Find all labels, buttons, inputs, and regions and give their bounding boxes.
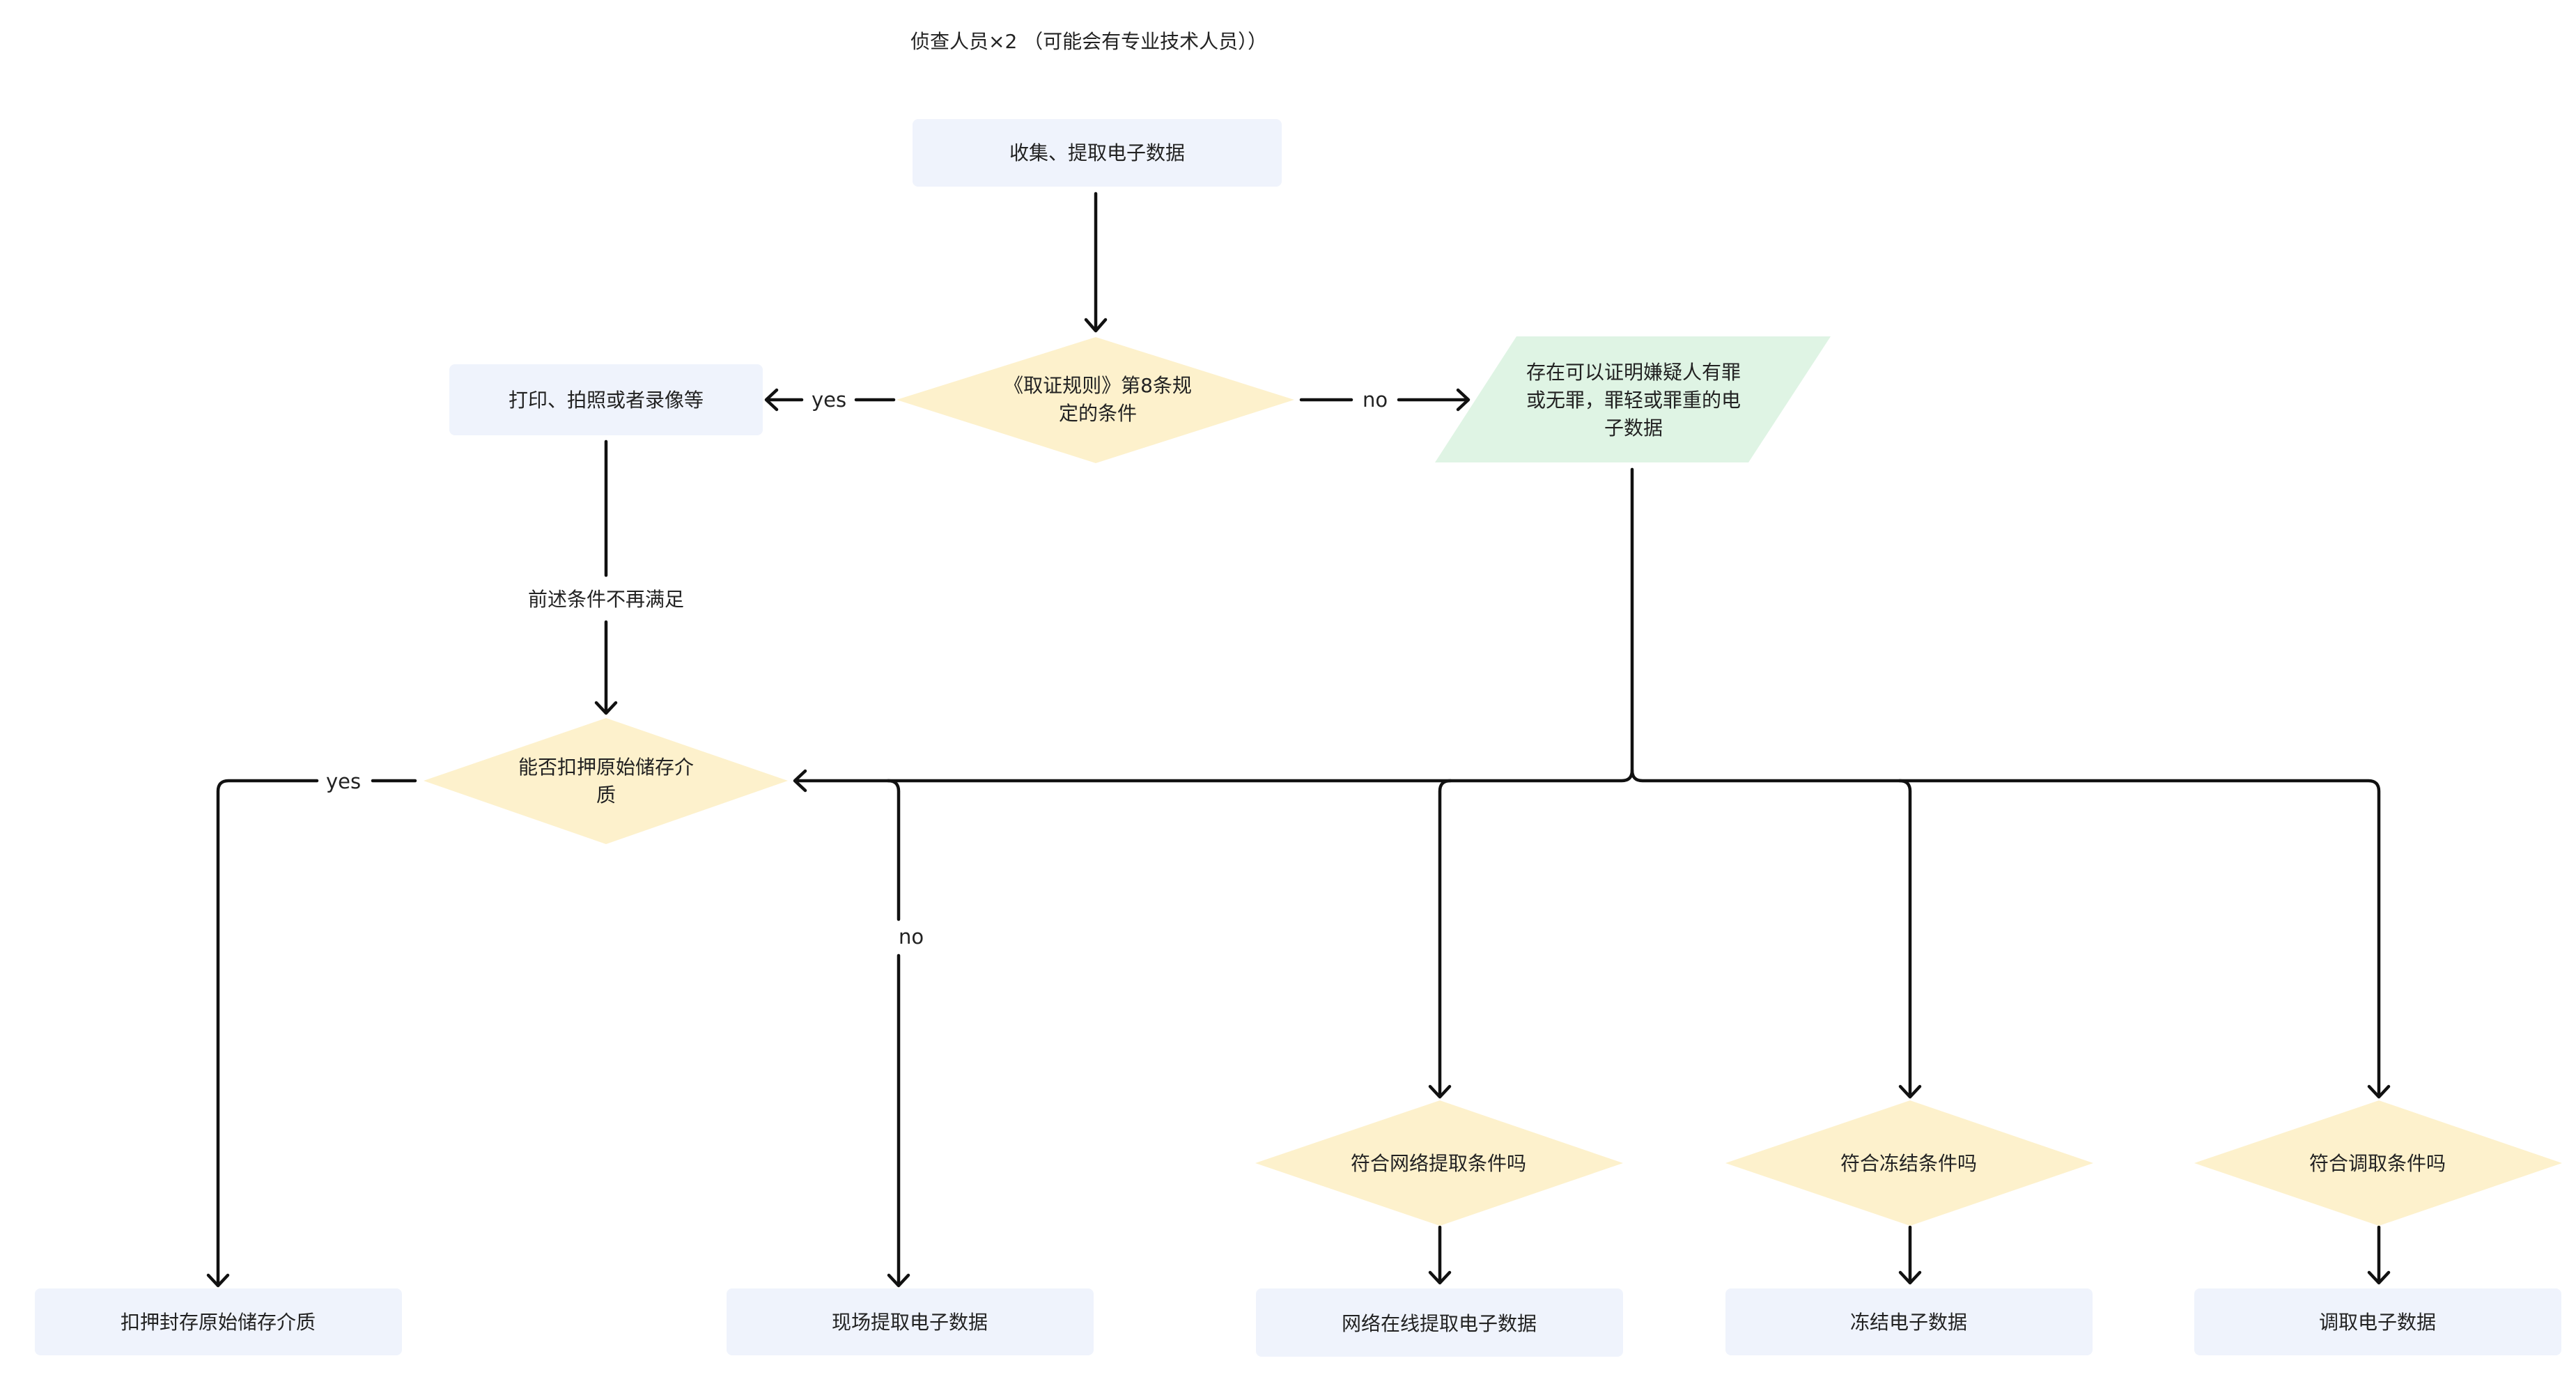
node-evidence-data-line3: 子数据	[1604, 416, 1663, 439]
arrowhead-retrieve-q	[2367, 1084, 2391, 1099]
node-seize-media-decision[interactable]: 能否扣押原始储存介 质	[424, 718, 788, 844]
edge-labels: yes no 前述条件不再满足 yes no	[326, 388, 1388, 949]
node-freeze-data[interactable]: 冻结电子数据	[1725, 1288, 2093, 1355]
node-freeze-data-text: 冻结电子数据	[1850, 1311, 1967, 1334]
node-evidence-data-line2: 或无罪，罪轻或罪重的电	[1526, 389, 1741, 412]
node-seize-original-media-text: 扣押封存原始储存介质	[121, 1311, 316, 1334]
node-evidence-data-line1: 存在可以证明嫌疑人有罪	[1526, 361, 1741, 384]
label-condition-no-longer-met: 前述条件不再满足	[528, 588, 684, 611]
node-seize-original-media[interactable]: 扣押封存原始储存介质	[35, 1288, 402, 1355]
edge-seize-q-no-upper	[886, 779, 901, 921]
node-network-extract-decision[interactable]: 符合网络提取条件吗	[1255, 1100, 1623, 1226]
node-print-photo-record-text: 打印、拍照或者录像等	[509, 389, 704, 412]
node-seize-media-decision-line2: 质	[596, 784, 616, 807]
arrowhead-freeze-q	[1898, 1084, 1922, 1099]
edge-bus-to-net-q	[1438, 779, 1452, 1096]
node-retrieve-decision-text: 符合调取条件吗	[2309, 1152, 2446, 1175]
node-rule8-decision-line1: 《取证规则》第8条规	[1004, 374, 1192, 397]
arrowhead-online	[1428, 1270, 1452, 1285]
arrowhead-rule8	[1084, 318, 1108, 333]
header-text: 侦查人员×2 （可能会有专业技术人员））	[910, 30, 1267, 53]
node-seize-media-decision-line1: 能否扣押原始储存介	[518, 756, 694, 779]
edge-seize-q-yes	[216, 779, 417, 1285]
edge-evidence-bus-left	[795, 467, 1634, 783]
node-retrieve-data-text: 调取电子数据	[2319, 1311, 2436, 1334]
node-network-extract-decision-text: 符合网络提取条件吗	[1351, 1152, 1526, 1175]
arrowhead-seize-q-top	[594, 701, 618, 715]
node-freeze-decision[interactable]: 符合冻结条件吗	[1725, 1100, 2093, 1226]
node-collect-data-text: 收集、提取电子数据	[1009, 141, 1185, 164]
edge-bus-to-freeze-q	[1898, 779, 1912, 1096]
edge-evidence-bus-right	[1630, 768, 2381, 1096]
arrowhead-evidence	[1456, 388, 1471, 412]
node-rule8-decision-line2: 定的条件	[1059, 402, 1137, 425]
edges	[206, 192, 2391, 1288]
label-seize-q-no: no	[899, 925, 924, 949]
arrowhead-print	[764, 388, 779, 412]
node-onsite-extract-text: 现场提取电子数据	[832, 1311, 988, 1334]
arrowhead-seize-q-right	[793, 769, 807, 793]
node-online-extract[interactable]: 网络在线提取电子数据	[1256, 1288, 1623, 1357]
arrowhead-onsite	[887, 1273, 910, 1288]
arrowhead-net-q	[1428, 1084, 1452, 1099]
node-retrieve-decision[interactable]: 符合调取条件吗	[2194, 1100, 2562, 1226]
arrowhead-seize	[206, 1273, 230, 1288]
label-rule8-yes: yes	[812, 388, 846, 412]
label-seize-q-yes: yes	[326, 770, 361, 793]
node-evidence-data[interactable]: 存在可以证明嫌疑人有罪 或无罪，罪轻或罪重的电 子数据	[1435, 336, 1831, 462]
arrowhead-freeze	[1898, 1270, 1922, 1285]
node-rule8-decision[interactable]: 《取证规则》第8条规 定的条件	[897, 337, 1294, 463]
label-rule8-no: no	[1363, 388, 1388, 412]
node-print-photo-record[interactable]: 打印、拍照或者录像等	[449, 364, 763, 435]
node-collect-data[interactable]: 收集、提取电子数据	[913, 119, 1282, 187]
arrowhead-retrieve	[2367, 1270, 2391, 1285]
node-freeze-decision-text: 符合冻结条件吗	[1840, 1152, 1977, 1175]
node-retrieve-data[interactable]: 调取电子数据	[2194, 1288, 2561, 1355]
node-online-extract-text: 网络在线提取电子数据	[1342, 1312, 1537, 1335]
node-onsite-extract[interactable]: 现场提取电子数据	[727, 1288, 1094, 1355]
